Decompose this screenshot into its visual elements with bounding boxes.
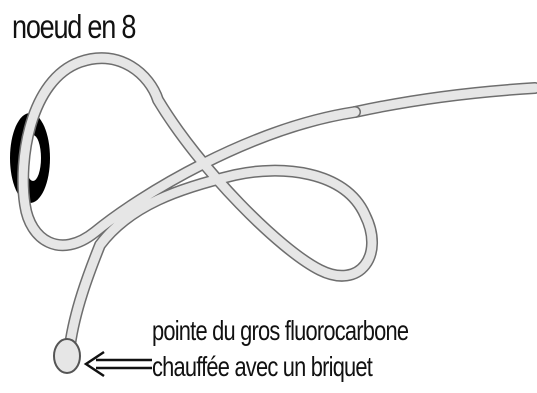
arrow-icon [83, 350, 152, 378]
heated-tip [53, 338, 81, 374]
line-knot [17, 52, 379, 351]
line-tail [349, 82, 537, 118]
caption-line-1: pointe du gros fluorocarbone [152, 315, 409, 346]
diagram-title: noeud en 8 [12, 8, 136, 45]
caption-line-2: chauffée avec un briquet [152, 351, 373, 382]
